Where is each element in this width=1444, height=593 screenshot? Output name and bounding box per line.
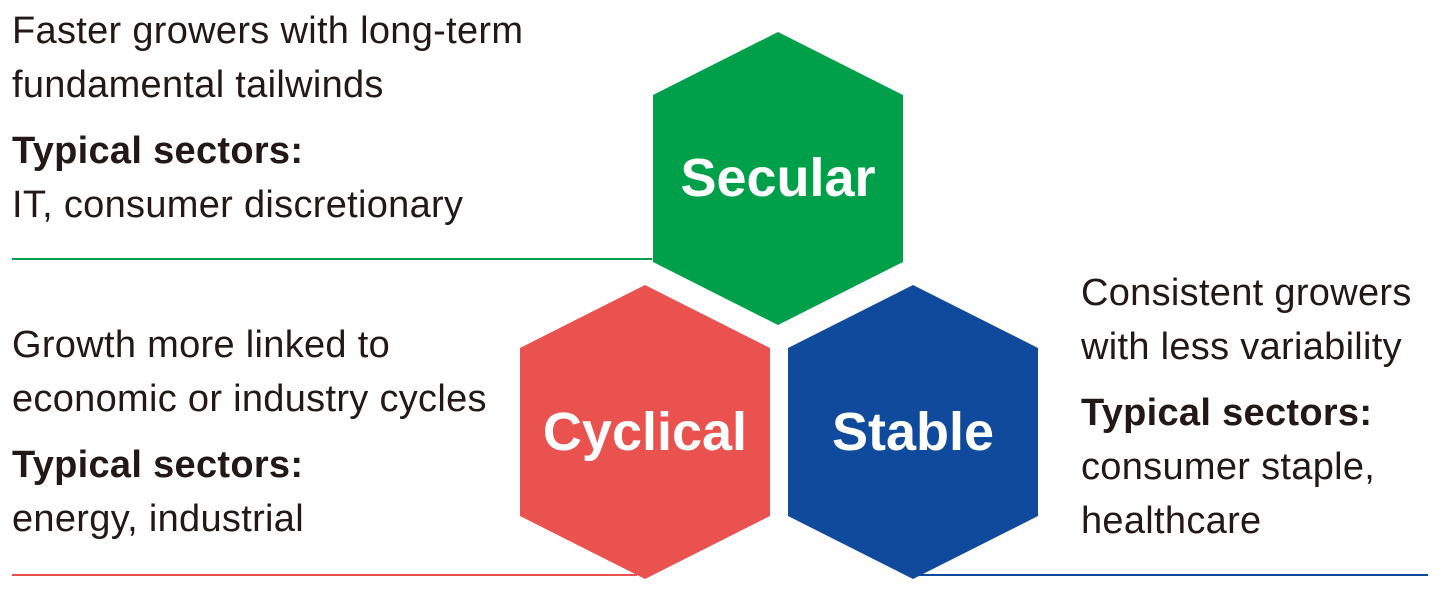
secular-hexagon: Secular: [653, 32, 903, 325]
cyclical-divider: [12, 574, 637, 576]
stable-divider: [918, 574, 1428, 576]
cyclical-hexagon: Cyclical: [520, 285, 770, 579]
stable-hexagon-shape: [788, 285, 1038, 579]
cyclical-hexagon-shape: [520, 285, 770, 579]
secular-description-line-1: Faster growers with long-term: [12, 10, 524, 52]
stable-hexagon: Stable: [788, 285, 1038, 579]
secular-text-block: Faster growers with long-term fundamenta…: [12, 4, 523, 232]
secular-label: Secular: [680, 148, 875, 208]
secular-hexagon-shape: [653, 32, 903, 325]
stable-description-line-1: Consistent growers: [1081, 272, 1412, 314]
secular-sectors-list: IT, consumer discretionary: [12, 184, 464, 226]
cyclical-sectors-list: energy, industrial: [12, 498, 304, 540]
stable-text-block: Consistent growers with less variability…: [1081, 266, 1412, 548]
cyclical-description-line-2: economic or industry cycles: [12, 378, 487, 420]
secular-description-line-2: fundamental tailwinds: [12, 64, 384, 106]
stable-label: Stable: [832, 402, 994, 462]
cyclical-label: Cyclical: [543, 402, 747, 462]
secular-divider: [12, 258, 652, 260]
secular-sectors-heading: Typical sectors:: [12, 130, 304, 172]
cyclical-text-block: Growth more linked to economic or indust…: [12, 318, 487, 546]
stable-sectors-heading: Typical sectors:: [1081, 392, 1373, 434]
cyclical-description-line-1: Growth more linked to: [12, 324, 391, 366]
stable-description-line-2: with less variability: [1081, 326, 1402, 368]
stable-sectors-list-line-1: consumer staple,: [1081, 446, 1376, 488]
cyclical-sectors-heading: Typical sectors:: [12, 444, 304, 486]
stable-sectors-list-line-2: healthcare: [1081, 500, 1262, 542]
